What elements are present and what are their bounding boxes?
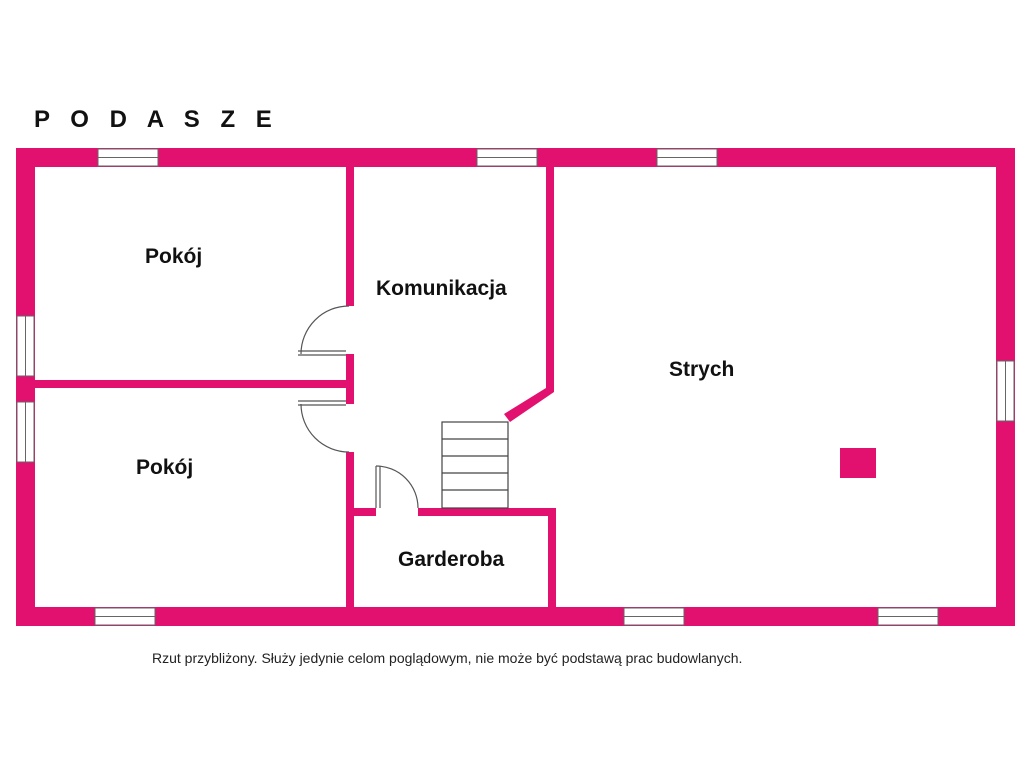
wall-garderoba-right (548, 508, 556, 607)
wall-left-corridor-upper (346, 167, 354, 306)
window-right-1 (996, 360, 1015, 422)
window-left-1 (16, 315, 35, 377)
wall-garderoba-top-left (354, 508, 376, 516)
stairs (441, 421, 509, 509)
wall-garderoba-top-right (418, 508, 554, 516)
walls (16, 148, 1015, 626)
windows (16, 148, 1015, 626)
window-top-2 (476, 148, 538, 167)
wall-left-corridor-lower (346, 452, 354, 607)
disclaimer-note: Rzut przybliżony. Służy jedynie celom po… (152, 650, 743, 666)
wall-diagonal (504, 388, 554, 422)
room-label-garderoba: Garderoba (398, 548, 505, 571)
window-top-3 (656, 148, 718, 167)
window-top-1 (97, 148, 159, 167)
door-lower-room (298, 400, 350, 453)
wall-left-corridor-mid (346, 354, 354, 404)
plan-title: P O D A S Z E (34, 106, 279, 133)
room-label-komunikacja: Komunikacja (376, 277, 507, 300)
window-bottom-2 (623, 607, 685, 626)
outer-wall-left (16, 148, 35, 626)
doors (298, 305, 419, 509)
room-label-pokoj-bottom: Pokój (136, 456, 194, 479)
wall-between-rooms (35, 380, 353, 388)
chimney (840, 448, 876, 478)
wall-corridor-strych (546, 167, 554, 392)
outer-wall-bottom (16, 607, 1015, 626)
door-garderoba (375, 465, 419, 509)
room-label-pokoj-top: Pokój (145, 245, 203, 268)
window-left-2 (16, 401, 35, 463)
window-bottom-1 (94, 607, 156, 626)
door-upper-room (298, 305, 350, 356)
room-label-strych: Strych (669, 358, 735, 381)
window-bottom-3 (877, 607, 939, 626)
